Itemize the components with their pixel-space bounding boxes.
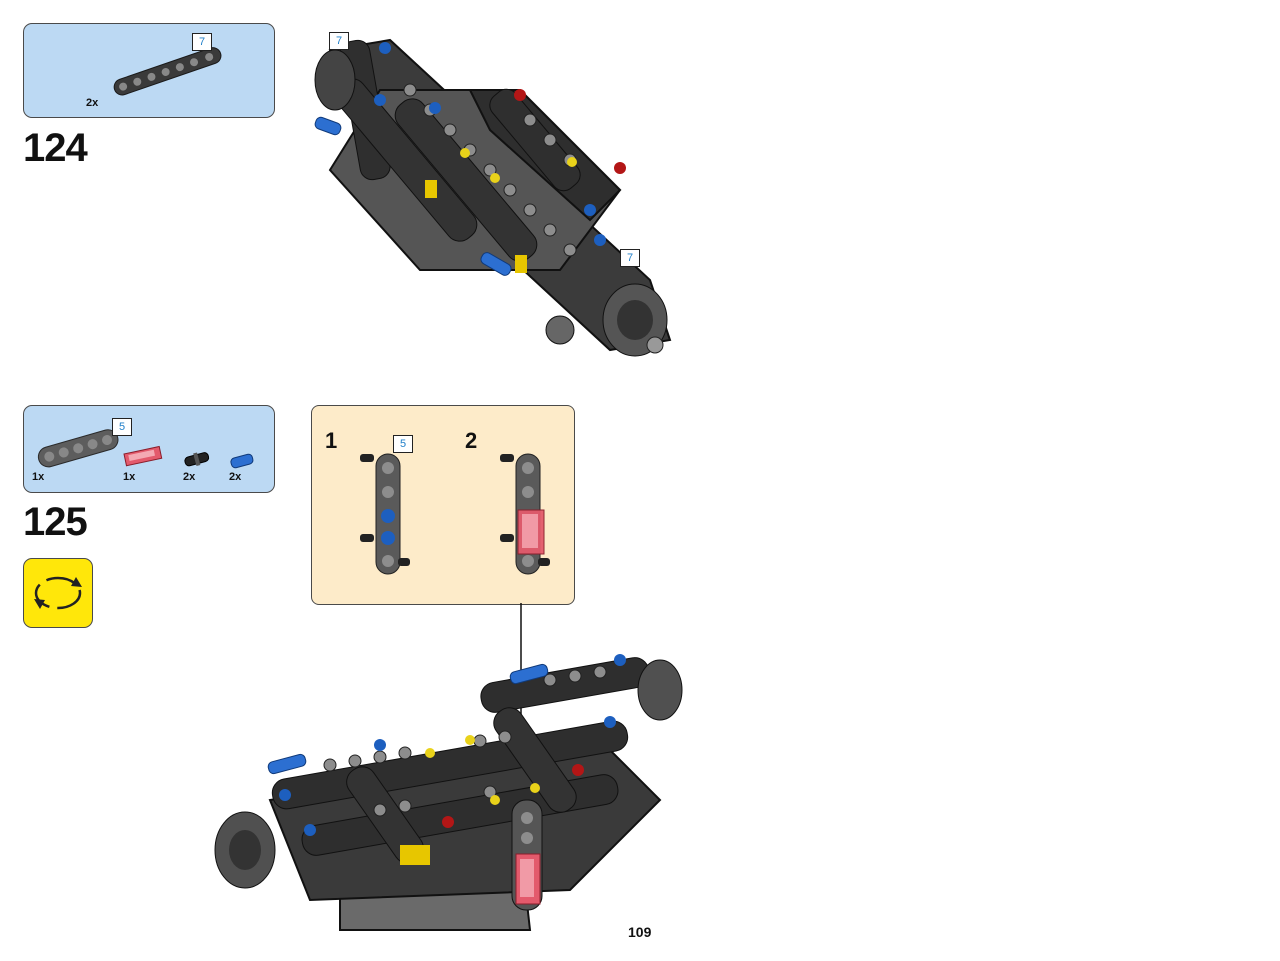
substep-1-beam xyxy=(360,453,410,575)
pin-black-icon xyxy=(184,452,210,467)
beam-7-icon xyxy=(113,47,222,96)
substep-number: 1 xyxy=(325,428,338,453)
beam-5-icon xyxy=(37,429,119,468)
part-quantity: 2x xyxy=(183,471,196,483)
pin-blue-icon xyxy=(230,453,254,469)
tile-trans-red-icon xyxy=(123,445,163,467)
step-number: 124 xyxy=(23,126,88,170)
parts-panel-step-125: 5 1x 1x 2x 2x xyxy=(23,405,275,493)
substep-number: 2 xyxy=(465,428,478,453)
page-number: 109 xyxy=(628,924,652,940)
length-label: 5 xyxy=(393,435,413,453)
parts-panel-step-124: 7 2x xyxy=(23,23,275,118)
part-quantity: 2x xyxy=(86,97,99,109)
length-label: 5 xyxy=(112,418,132,436)
chassis-model-step-125 xyxy=(214,654,683,931)
step-number: 125 xyxy=(23,500,88,544)
chassis-model-step-124 xyxy=(314,38,672,357)
length-label: 7 xyxy=(620,249,640,267)
part-quantity: 2x xyxy=(229,471,242,483)
length-label: 7 xyxy=(192,33,212,51)
length-label: 7 xyxy=(329,32,349,50)
sub-assembly-callout: 1 2 5 xyxy=(311,405,575,605)
part-quantity: 1x xyxy=(123,471,136,483)
substep-2-beam xyxy=(500,453,550,575)
rotate-model-icon xyxy=(23,558,93,628)
part-quantity: 1x xyxy=(32,471,45,483)
